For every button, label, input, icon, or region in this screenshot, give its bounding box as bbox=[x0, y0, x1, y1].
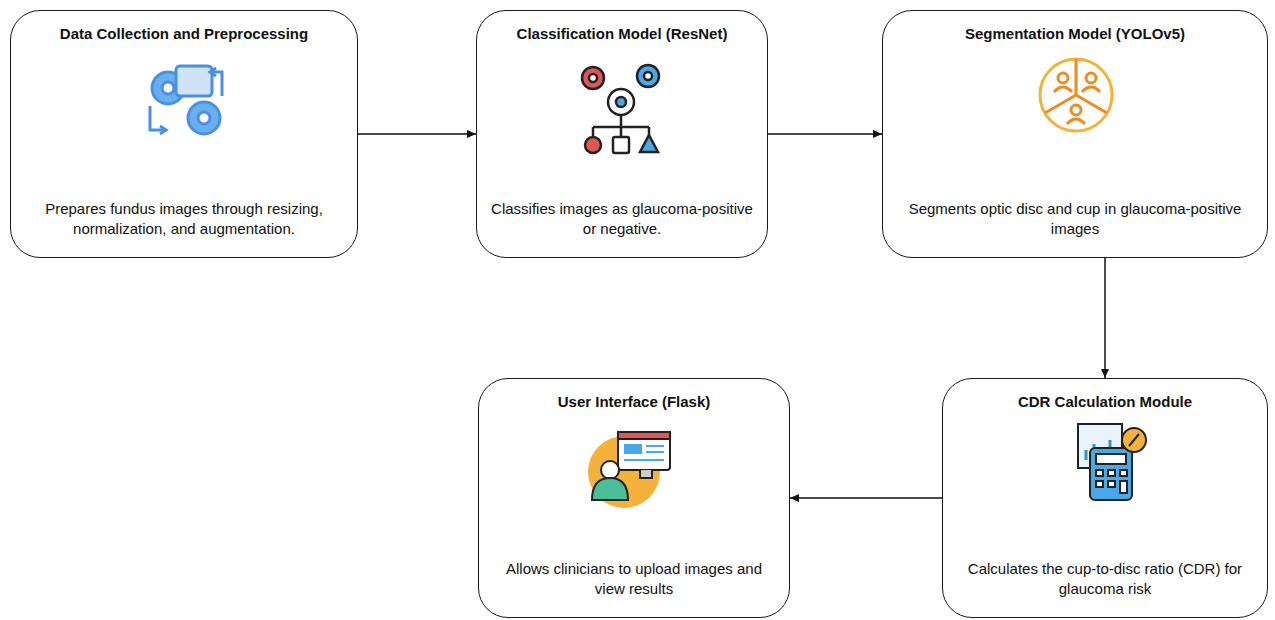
gears-icon bbox=[150, 66, 222, 134]
workflow-icon bbox=[582, 65, 659, 153]
box-description: Segments optic disc and cup in glaucoma-… bbox=[895, 199, 1255, 240]
box-heading: User Interface (Flask) bbox=[558, 393, 711, 410]
box-heading: Segmentation Model (YOLOv5) bbox=[965, 25, 1185, 42]
interface-box: User Interface (Flask) Allows clinicians … bbox=[478, 378, 790, 618]
box-heading: Classification Model (ResNet) bbox=[517, 25, 728, 42]
flow-arrow bbox=[358, 133, 476, 135]
classification-box: Classification Model (ResNet) Classifies … bbox=[476, 10, 768, 258]
user-screen-icon bbox=[588, 432, 670, 508]
box-description: Classifies images as glaucoma-positive o… bbox=[489, 199, 755, 240]
calculator-icon bbox=[1078, 424, 1146, 500]
box-description: Prepares fundus images through resizing,… bbox=[23, 199, 345, 240]
cdr-box: CDR Calculation ModuleCalculates the cup… bbox=[942, 378, 1268, 618]
segmentation-box: Segmentation Model (YOLOv5) Segments opti… bbox=[882, 10, 1268, 258]
box-heading: Data Collection and Preprocessing bbox=[60, 25, 308, 42]
segment-icon bbox=[1040, 59, 1112, 131]
preprocessing-box: Data Collection and PreprocessingPrepare… bbox=[10, 10, 358, 258]
flow-arrow bbox=[790, 497, 942, 499]
flow-arrow bbox=[768, 133, 882, 135]
box-description: Calculates the cup-to-disc ratio (CDR) f… bbox=[955, 559, 1255, 600]
box-description: Allows clinicians to upload images and v… bbox=[491, 559, 777, 600]
flow-arrow bbox=[1104, 258, 1106, 378]
box-heading: CDR Calculation Module bbox=[1018, 393, 1192, 410]
